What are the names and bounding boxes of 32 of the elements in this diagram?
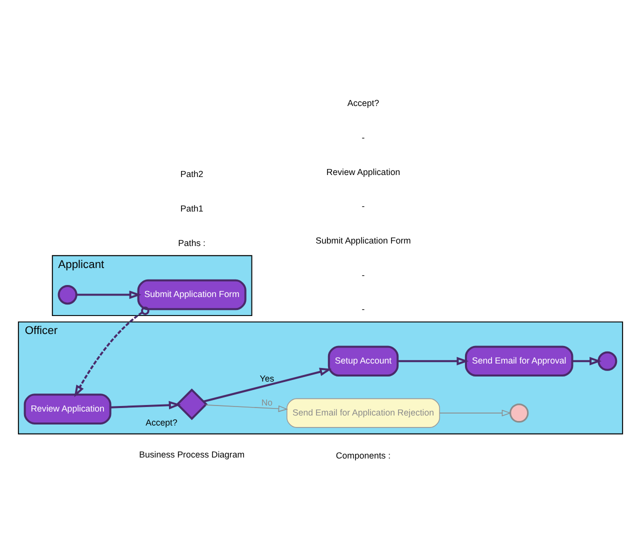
label: Path1 [180, 203, 204, 214]
label: Review Application [326, 166, 400, 176]
label: Paths : [178, 237, 206, 248]
arrow [439, 409, 512, 416]
label: - [362, 200, 365, 211]
arrow [572, 356, 602, 365]
arrow [203, 367, 332, 402]
node-circle [58, 284, 78, 304]
node-box: Setup Account [328, 345, 399, 376]
label: Components : [336, 450, 391, 460]
arrow [76, 290, 142, 298]
node-diamond [176, 388, 208, 420]
label: Business Process Diagram [139, 449, 245, 460]
label: Submit Application Form [316, 234, 411, 245]
arrow [398, 356, 469, 365]
node-circle [510, 402, 529, 422]
label: Path2 [180, 168, 204, 179]
edge-label: Yes [260, 373, 274, 384]
node-box: Send Email for Approval [464, 345, 574, 376]
arrow [110, 400, 181, 409]
node-box: Submit Application Form [137, 278, 246, 310]
node-label: Accept? [146, 417, 178, 428]
arrow [205, 404, 288, 412]
node-box: Send Email for Application Rejection [286, 398, 440, 428]
label: - [362, 132, 365, 142]
label: - [362, 304, 365, 314]
node-box: Review Application [24, 393, 112, 424]
label: - [362, 269, 365, 280]
node-circle [598, 350, 618, 370]
edge-label: No [261, 397, 273, 408]
label: Accept? [347, 98, 380, 108]
arrow [74, 306, 150, 397]
